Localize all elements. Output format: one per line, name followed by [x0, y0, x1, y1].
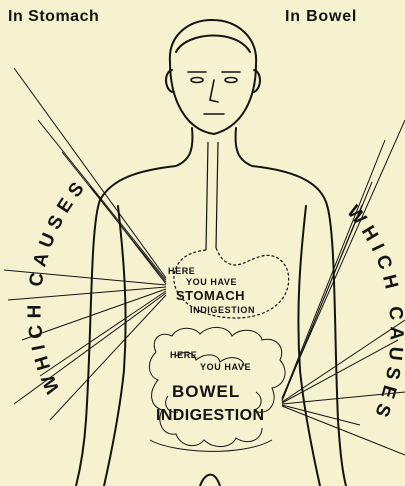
bowel-label-indigestion: INDIGESTION — [156, 407, 264, 425]
caption-in-bowel: In Bowel — [285, 8, 357, 26]
bowel-label-bowel: BOWEL — [172, 382, 240, 402]
face — [188, 72, 240, 114]
esophagus — [206, 142, 218, 250]
stomach-label-stomach: STOMACH — [176, 288, 245, 303]
stomach-label-you-have: YOU HAVE — [186, 277, 237, 287]
stomach-label-here: HERE — [168, 266, 195, 276]
right-radiating-lines — [282, 120, 405, 455]
stomach-label-indigestion: INDIGESTION — [190, 305, 255, 315]
caption-in-stomach: In Stomach — [8, 8, 99, 26]
left-radiating-lines — [4, 68, 166, 420]
bowel-label-here: HERE — [170, 350, 197, 360]
bowel-label-you-have: YOU HAVE — [200, 362, 251, 372]
